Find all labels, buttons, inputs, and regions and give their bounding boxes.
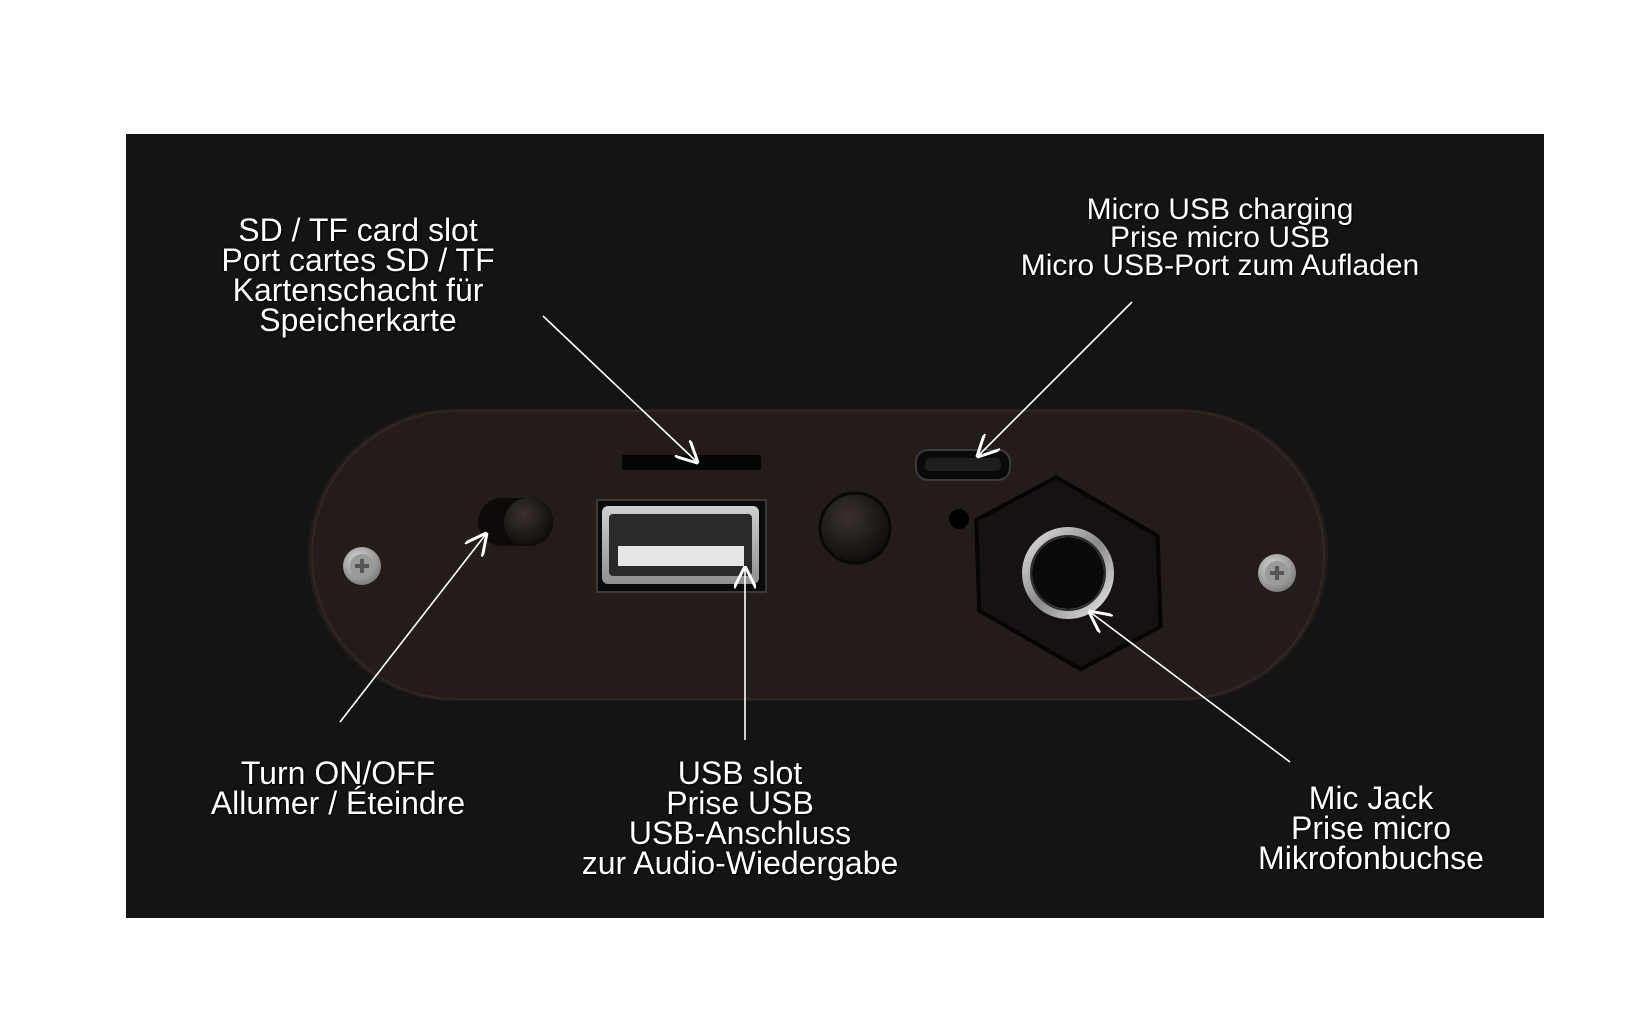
label-usb-line-1: USB slot xyxy=(677,755,803,791)
led-hole-icon xyxy=(949,509,969,529)
micro-usb-port-icon xyxy=(915,449,1011,481)
label-sd-card-line-1: SD / TF card slot xyxy=(238,212,478,248)
screw-icon xyxy=(1258,554,1296,592)
label-mic-line-1: Mic Jack xyxy=(1308,780,1434,816)
label-micro-usb-line-2: Prise micro USB xyxy=(1109,221,1331,254)
label-mic-line-3: Mikrofonbuchse xyxy=(1258,840,1484,876)
leader-arrows xyxy=(339,301,1291,763)
power-button-icon xyxy=(478,498,553,546)
label-power-line-1: Turn ON/OFF xyxy=(240,755,436,791)
label-micro-usb-line-1: Micro USB charging xyxy=(1086,193,1354,226)
label-sd-card-line-3: Kartenschacht für xyxy=(232,272,484,308)
label-micro-usb-line-3: Micro USB-Port zum Aufladen xyxy=(1020,249,1420,282)
arrow-power xyxy=(339,534,486,723)
label-sd-card-line-2: Port cartes SD / TF xyxy=(221,242,495,278)
label-power: Turn ON/OFF Allumer / Éteindre xyxy=(183,755,493,821)
connector-plate-highlight xyxy=(311,410,1325,700)
label-mic-line-2: Prise micro xyxy=(1290,810,1451,846)
label-sd-card-line-4: Speicherkarte xyxy=(259,302,457,338)
usb-port-icon xyxy=(596,499,767,593)
label-usb-line-2: Prise USB xyxy=(666,785,814,821)
arrow-sd-card xyxy=(542,315,697,462)
label-micro-usb: Micro USB charging Prise micro USB Micro… xyxy=(1000,193,1440,282)
arrow-micro-usb xyxy=(978,301,1133,456)
label-sd-card: SD / TF card slot Port cartes SD / TF Ka… xyxy=(198,212,518,338)
label-power-line-2: Allumer / Éteindre xyxy=(210,785,466,821)
label-mic: Mic Jack Prise micro Mikrofonbuchse xyxy=(1226,780,1516,876)
label-usb-line-4: zur Audio-Wiedergabe xyxy=(581,845,899,881)
arrow-mic xyxy=(1090,612,1291,763)
mic-jack-icon xyxy=(974,475,1163,672)
knob-icon xyxy=(818,491,892,565)
label-usb: USB slot Prise USB USB-Anschluss zur Aud… xyxy=(555,755,925,881)
label-usb-line-3: USB-Anschluss xyxy=(628,815,852,851)
connector-plate xyxy=(308,409,1328,701)
screw-icon xyxy=(343,547,381,585)
